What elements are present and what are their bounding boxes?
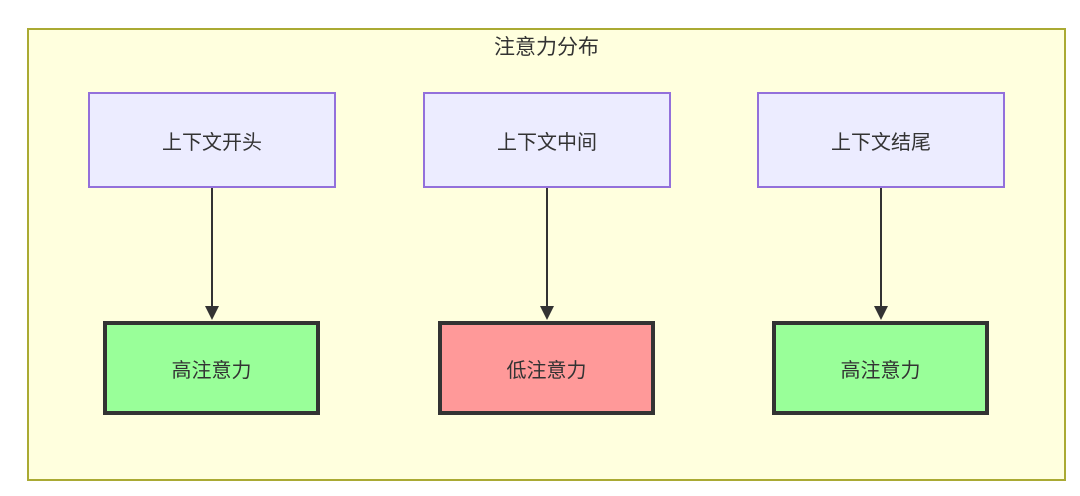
- diagram-title: 注意力分布: [494, 36, 599, 59]
- node-high-attention-1: 高注意力: [103, 321, 320, 415]
- node-context-end-label: 上下文结尾: [831, 131, 931, 154]
- node-context-start: 上下文开头: [88, 92, 336, 188]
- node-low-attention: 低注意力: [438, 321, 655, 415]
- node-context-middle-label: 上下文中间: [497, 131, 597, 154]
- node-context-end: 上下文结尾: [757, 92, 1005, 188]
- node-high-attention-2: 高注意力: [772, 321, 989, 415]
- node-high-attention-2-label: 高注意力: [840, 359, 921, 382]
- node-high-attention-1-label: 高注意力: [171, 359, 252, 382]
- node-context-start-label: 上下文开头: [162, 131, 262, 154]
- node-context-middle: 上下文中间: [423, 92, 671, 188]
- node-low-attention-label: 低注意力: [506, 359, 587, 382]
